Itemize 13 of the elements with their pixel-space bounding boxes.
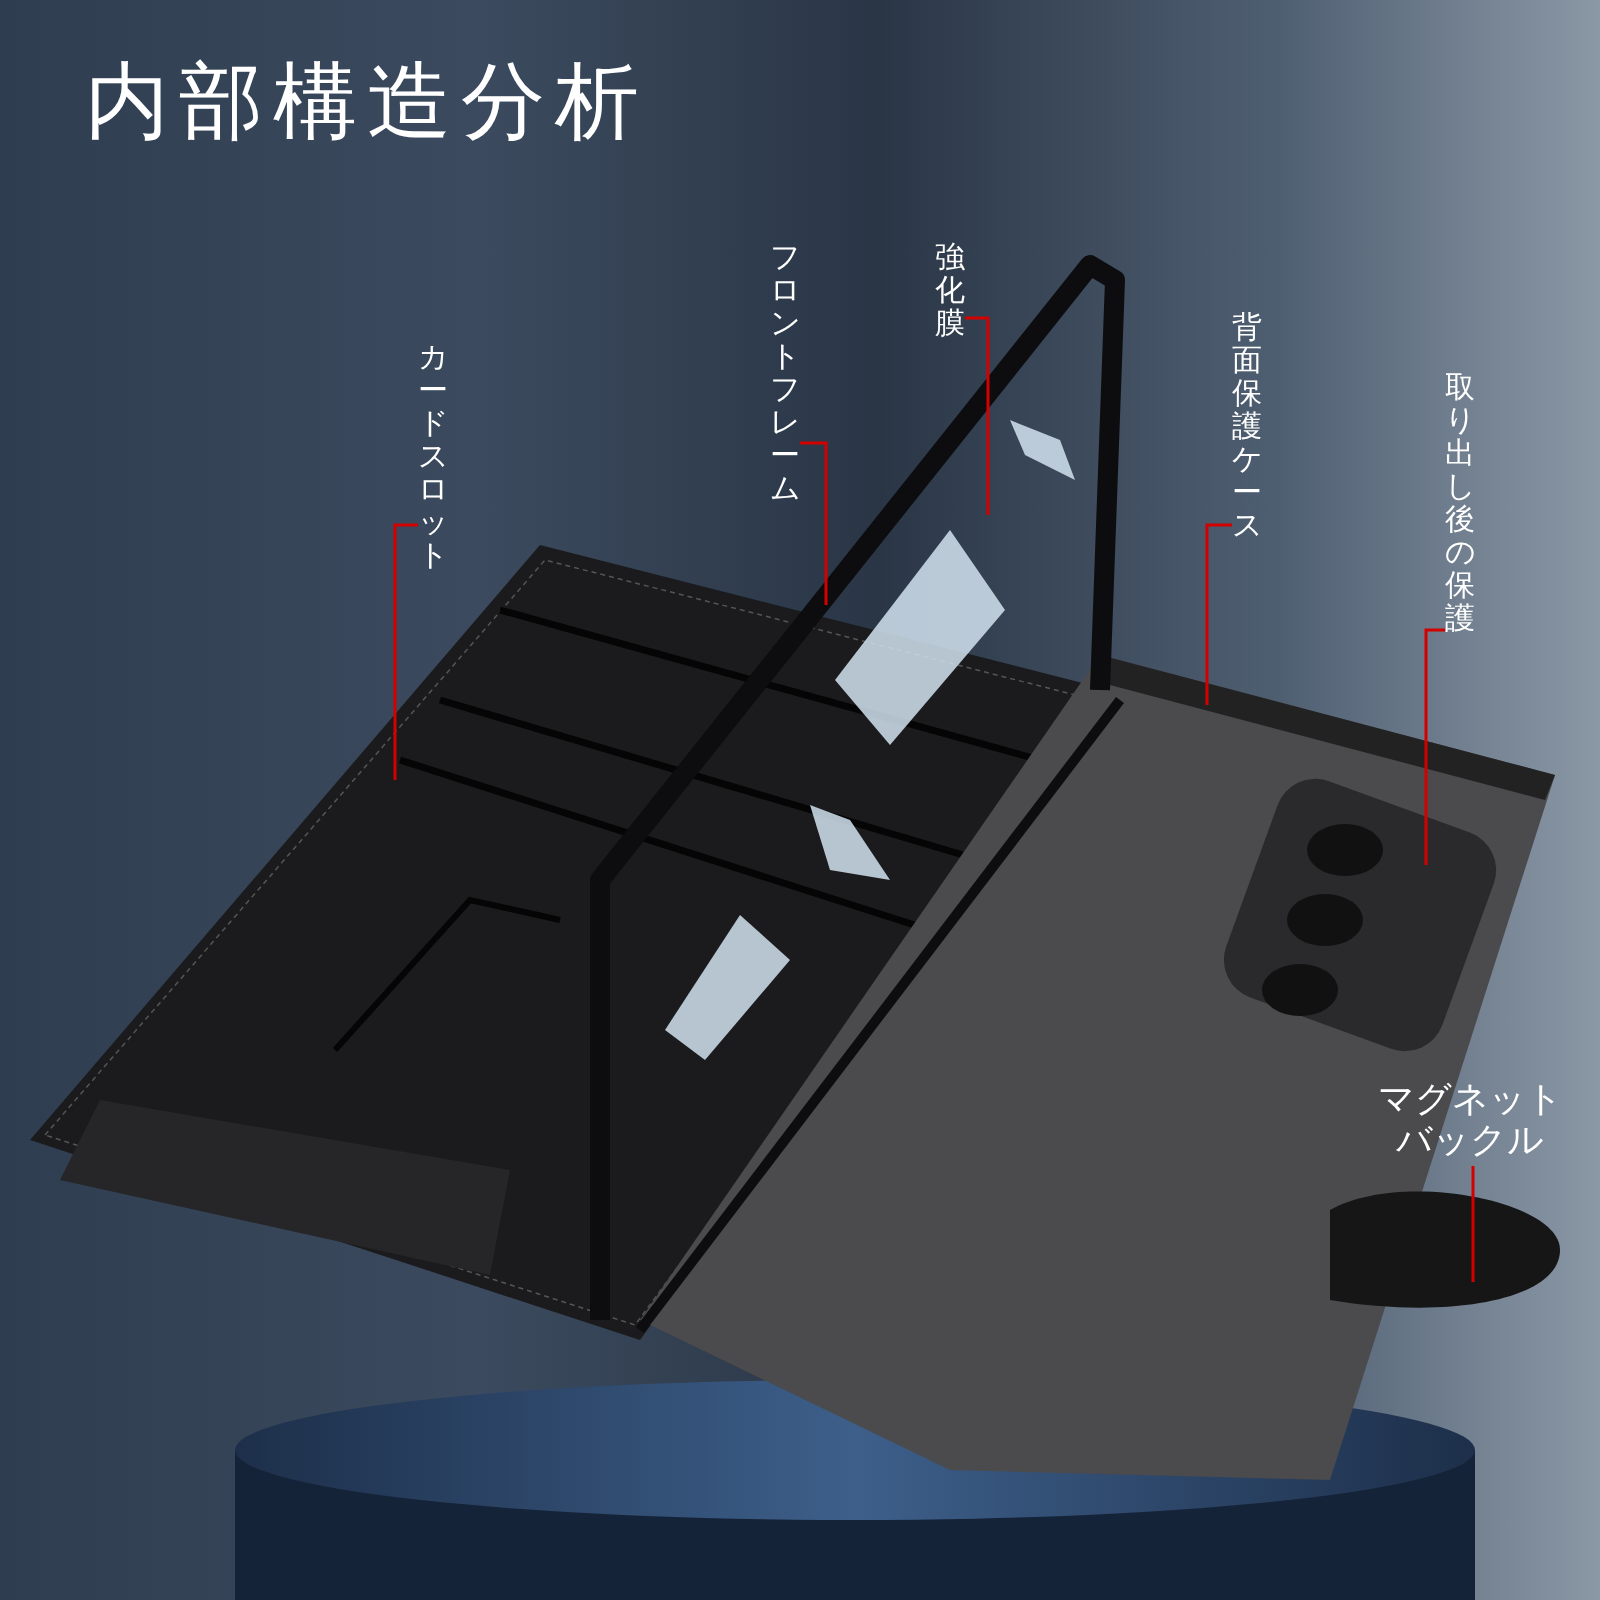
leader-line [1424, 628, 1445, 865]
leader-line [393, 523, 418, 780]
part-label: カードスロット [418, 340, 448, 571]
leader-line [800, 441, 828, 605]
leader-line [965, 316, 990, 515]
part-label: マグネットバックル [1375, 1078, 1565, 1161]
title: 内部構造分析 [85, 51, 649, 152]
leader-line [1471, 1166, 1475, 1282]
leader-line [1205, 523, 1232, 705]
part-label: 強化膜 [935, 240, 965, 339]
part-label: フロントフレーム [770, 240, 800, 504]
part-label: 背面保護ケース [1232, 310, 1262, 541]
part-label: 取り出し後の保護 [1445, 370, 1475, 634]
